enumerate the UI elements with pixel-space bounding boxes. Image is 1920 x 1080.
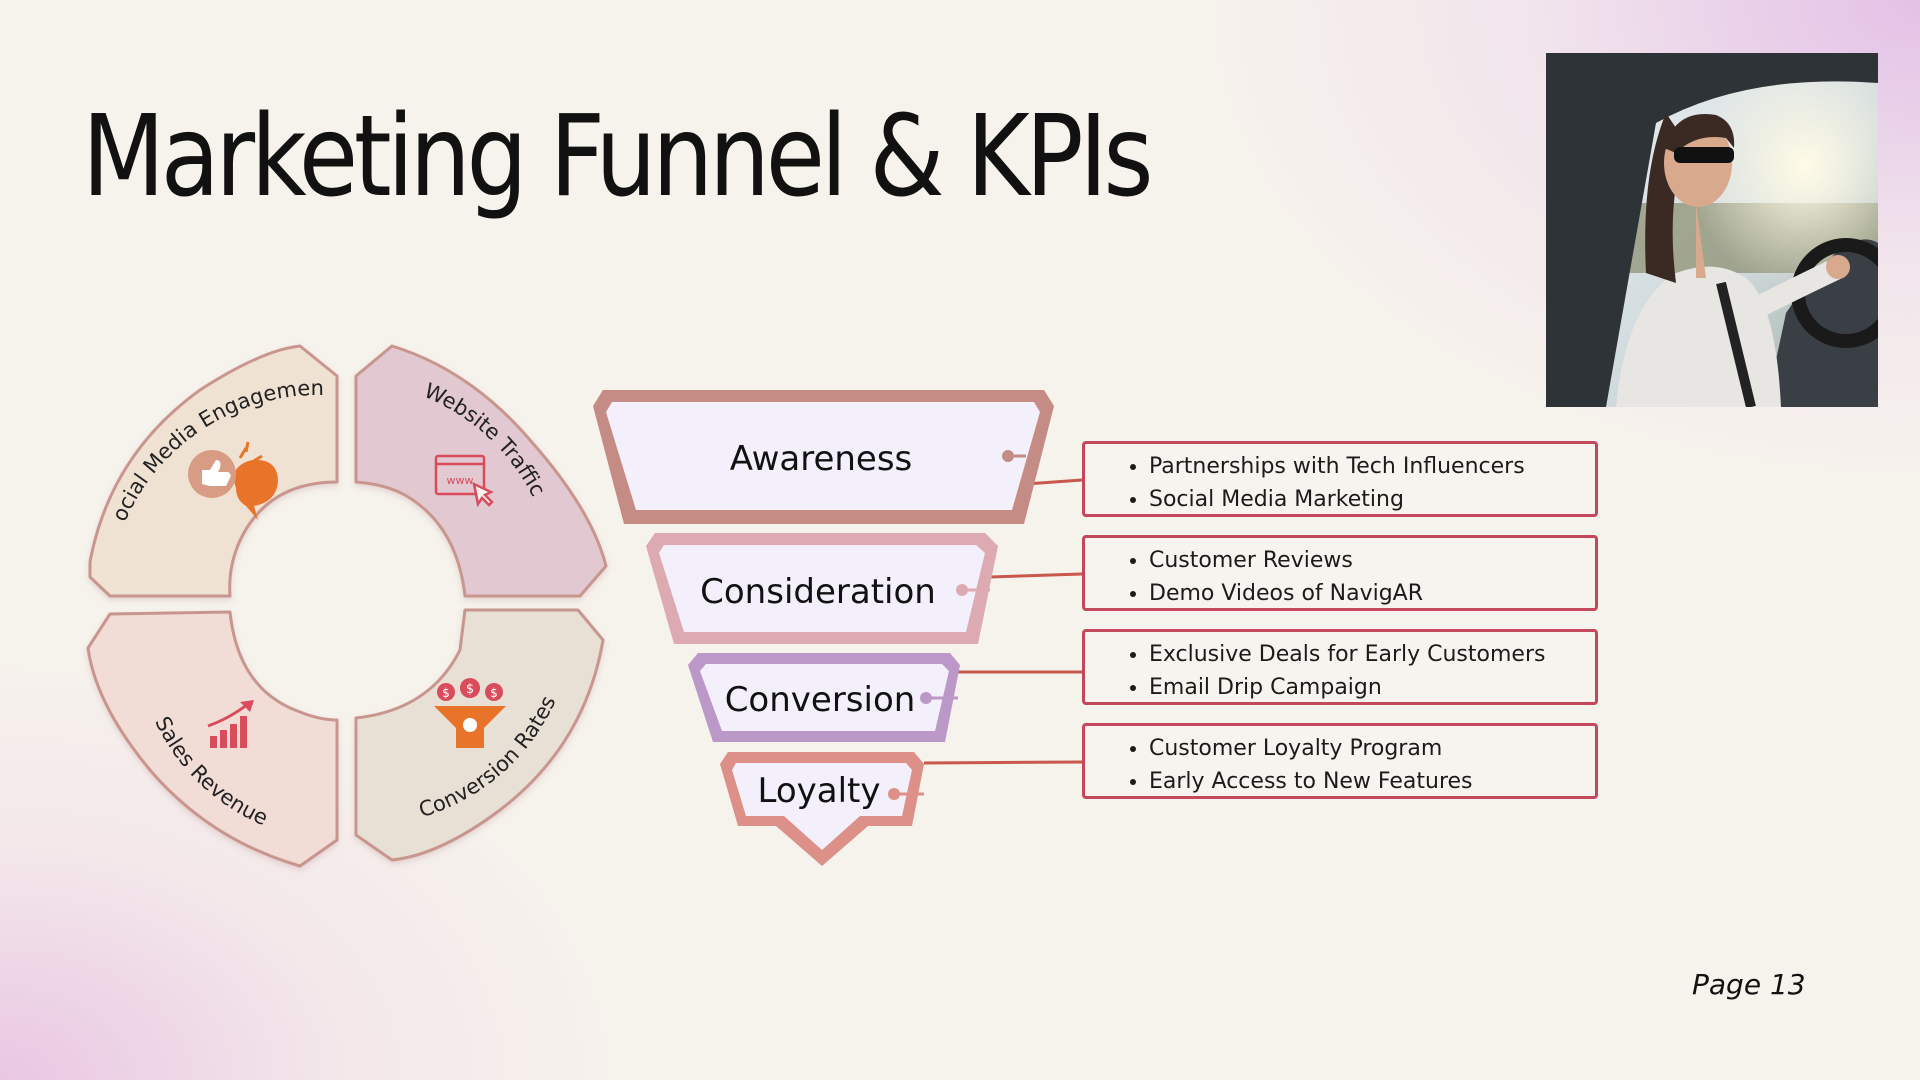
kpi-point: Early Access to New Features — [1149, 765, 1595, 798]
kpi-box-conversion: Exclusive Deals for Early Customers Emai… — [1082, 629, 1598, 705]
connector-awareness — [1025, 478, 1083, 486]
svg-text:$: $ — [442, 686, 450, 700]
stage-label-conversion: Conversion — [725, 680, 916, 720]
funnel: Awareness Consideration Conversion Loyal… — [593, 390, 1054, 866]
connector-consideration — [989, 572, 1083, 579]
kpi-point: Partnerships with Tech Influencers — [1149, 450, 1595, 483]
kpi-segment-website-traffic — [354, 344, 608, 598]
kpi-point: Customer Reviews — [1149, 544, 1595, 577]
conversion-funnel-icon: $ $ $ — [434, 678, 506, 748]
www-browser-icon: www — [434, 454, 494, 508]
funnel-stage-awareness: Awareness — [593, 390, 1054, 524]
kpi-point: Demo Videos of NavigAR — [1149, 577, 1595, 610]
funnel-stage-conversion: Conversion — [688, 653, 960, 742]
stage-label-loyalty: Loyalty — [757, 771, 880, 811]
kpi-ring — [86, 344, 608, 868]
kpi-box-awareness: Partnerships with Tech Influencers Socia… — [1082, 441, 1598, 517]
funnel-connectors — [923, 478, 1083, 765]
svg-text:www: www — [447, 474, 474, 487]
slide-title: Marketing Funnel & KPIs — [82, 92, 1154, 222]
kpi-box-loyalty: Customer Loyalty Program Early Access to… — [1082, 723, 1598, 799]
driver-photo — [1546, 53, 1878, 407]
kpi-box-consideration: Customer Reviews Demo Videos of NavigAR — [1082, 535, 1598, 611]
stage-label-consideration: Consideration — [700, 572, 936, 612]
svg-text:$: $ — [490, 686, 498, 700]
bar-chart-up-icon — [207, 700, 254, 748]
page-number: Page 13 — [1692, 968, 1806, 1001]
connector-loyalty — [923, 760, 1083, 765]
funnel-stage-consideration: Consideration — [646, 533, 998, 644]
kpi-point: Exclusive Deals for Early Customers — [1149, 638, 1595, 671]
kpi-point: Customer Loyalty Program — [1149, 732, 1595, 765]
social-engagement-icon — [188, 441, 278, 520]
funnel-stage-loyalty: Loyalty — [720, 752, 924, 866]
svg-text:$: $ — [466, 682, 474, 697]
kpi-point: Email Drip Campaign — [1149, 671, 1595, 704]
kpi-point: Social Media Marketing — [1149, 483, 1595, 516]
stage-label-awareness: Awareness — [730, 439, 913, 479]
